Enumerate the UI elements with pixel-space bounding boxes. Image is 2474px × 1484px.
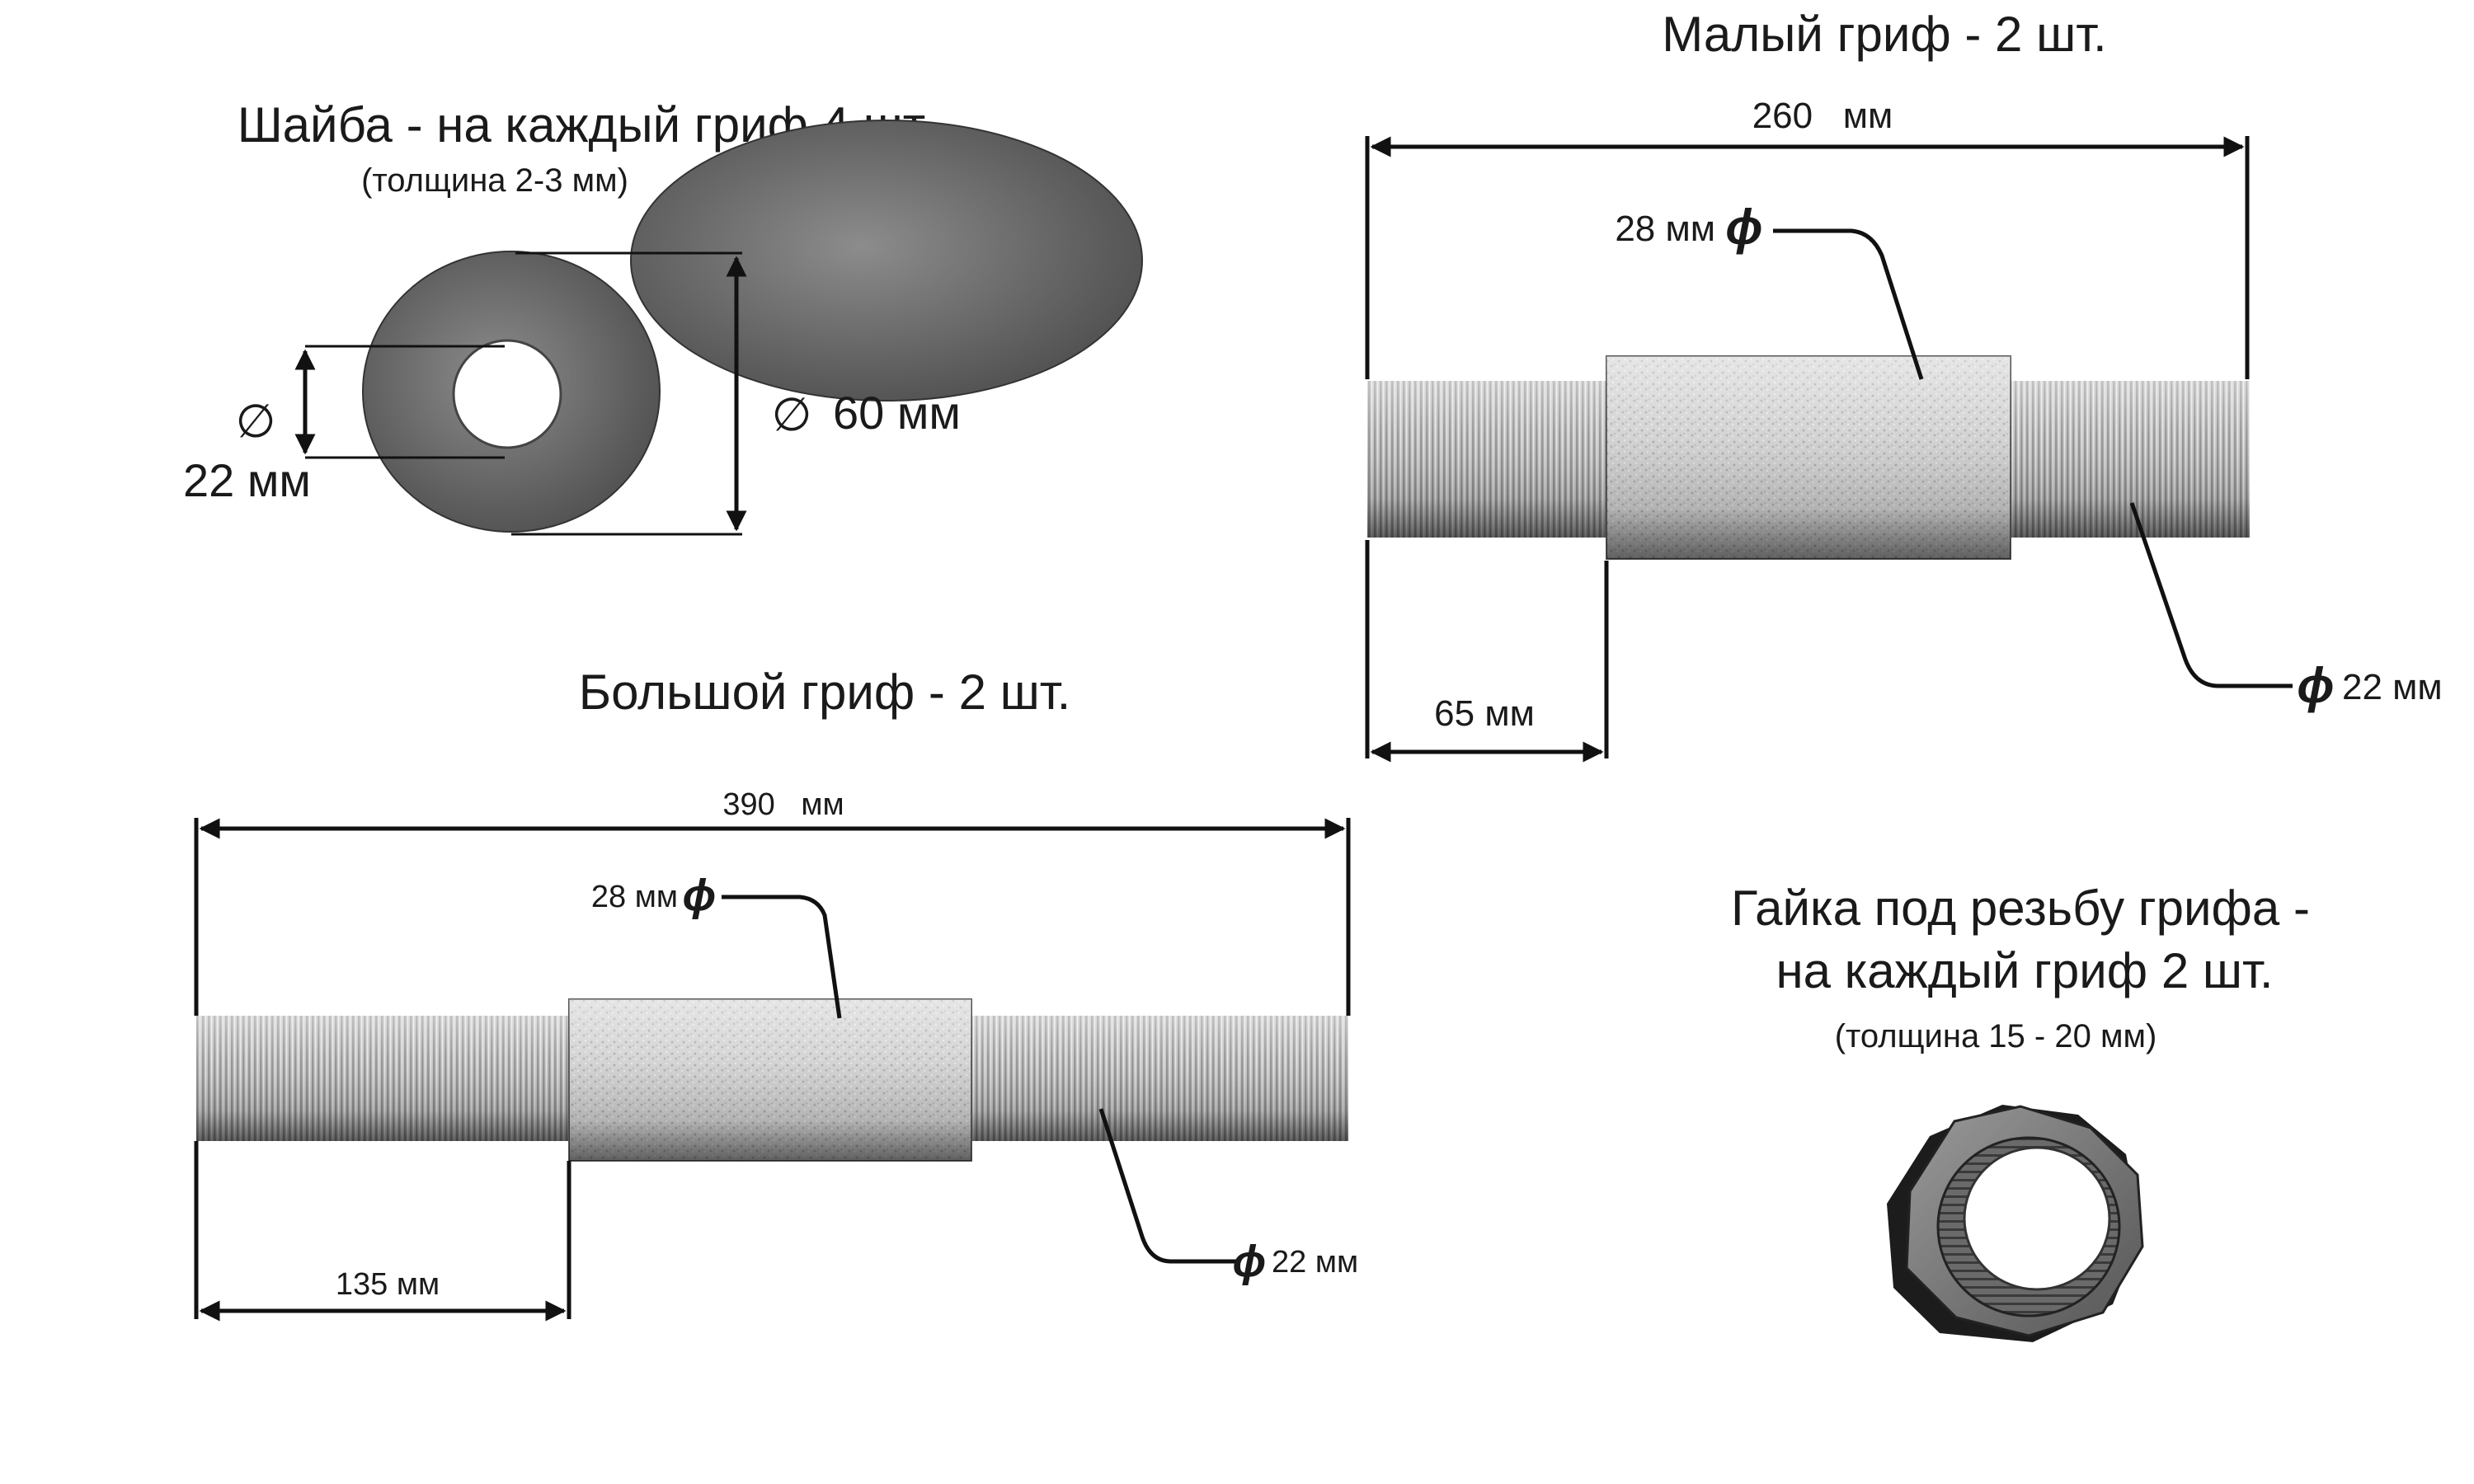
small-bar-thread-callout: ϕ 22 мм: [2129, 502, 2443, 713]
small-bar-length-label: 260 мм: [1752, 96, 1893, 136]
small-bar-thread-length-label: 65 мм: [1434, 693, 1535, 734]
small-bar-center-diameter-label: 28 мм: [1615, 209, 1715, 249]
small-bar-length-dimension: 260 мм: [1365, 96, 2250, 379]
large-bar-thread-length-dimension: 135 мм: [194, 1141, 571, 1322]
small-bar-center-callout: 28 мм ϕ: [1615, 200, 1924, 380]
washer-inner-dimension: ∅ 22 мм: [183, 345, 505, 506]
diameter-icon: ϕ: [1233, 1237, 1267, 1286]
nut-title-line1: Гайка под резьбу грифа -: [1731, 881, 2310, 936]
large-bar-thread-length-label: 135 мм: [336, 1267, 440, 1302]
large-bar-thread-callout: ϕ 22 мм: [1098, 1108, 1358, 1286]
nut-section: Гайка под резьбу грифа - на каждый гриф …: [1731, 881, 2310, 1342]
large-bar-center-callout: 28 мм ϕ: [591, 871, 842, 1019]
washer-outer-diameter-label: 60 мм: [833, 387, 961, 439]
nut-drawing: [1887, 1105, 2144, 1342]
washer-hole: [452, 339, 562, 449]
diameter-icon: ∅: [772, 388, 812, 440]
large-bar-drawing: [196, 998, 1348, 1162]
nut-thickness: (толщина 15 - 20 мм): [1835, 1018, 2157, 1054]
washer-inner-diameter-label: 22 мм: [183, 454, 311, 506]
large-bar-thread-diameter-label: 22 мм: [1272, 1245, 1358, 1280]
small-bar-thread-diameter-label: 22 мм: [2342, 667, 2443, 707]
washer-outer-dimension: ∅ 60 мм: [511, 251, 961, 536]
washer-drawing: [362, 120, 1143, 533]
small-bar-thread-length-dimension: 65 мм: [1365, 540, 1609, 763]
small-bar-title: Малый гриф - 2 шт.: [1662, 7, 2106, 62]
diameter-icon: ϕ: [683, 871, 717, 920]
large-bar-section: Большой гриф - 2 шт. 390 мм 28 мм ϕ: [194, 665, 1358, 1322]
large-bar-title: Большой гриф - 2 шт.: [579, 665, 1071, 720]
diameter-icon: ∅: [236, 395, 276, 447]
washer-section: Шайба - на каждый гриф 4 шт. (толщина 2-…: [183, 97, 1143, 536]
large-bar-center-diameter-label: 28 мм: [591, 880, 678, 914]
diameter-icon: ϕ: [1725, 200, 1762, 255]
small-bar-drawing: [1367, 355, 2250, 560]
nut-title-line2: на каждый гриф 2 шт.: [1776, 943, 2273, 998]
washer-thickness: (толщина 2-3 мм): [361, 162, 628, 199]
small-bar-section: Малый гриф - 2 шт. 260 мм 28 мм ϕ: [1365, 7, 2443, 763]
diameter-icon: ϕ: [2297, 658, 2334, 713]
large-bar-length-dimension: 390 мм: [194, 787, 1351, 1016]
large-bar-length-label: 390 мм: [722, 787, 844, 822]
